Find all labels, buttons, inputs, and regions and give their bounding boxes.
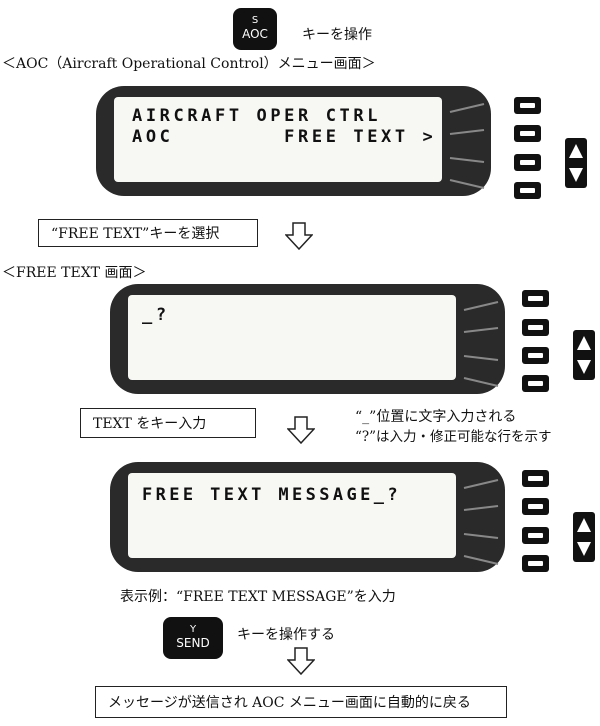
line-select-key-2[interactable] xyxy=(514,125,541,142)
line-select-key-1[interactable] xyxy=(514,97,541,114)
display-screen: _? xyxy=(128,295,456,380)
aoc-key-top-label: S xyxy=(251,15,259,26)
final-caption: メッセージが送信され AOC メニュー画面に自動的に戻る xyxy=(95,686,507,718)
display-line-2: AOC FREE TEXT > xyxy=(132,127,437,147)
bezel-fins xyxy=(449,103,485,189)
scroll-keys[interactable] xyxy=(573,512,595,562)
cursor-note-1: “_”位置に文字入力される xyxy=(355,409,517,425)
free-text-display: _? xyxy=(110,284,505,394)
display-line-1: FREE TEXT MESSAGE_? xyxy=(142,485,402,505)
send-key-top-label: Y xyxy=(189,624,197,635)
scroll-keys[interactable] xyxy=(565,138,587,188)
down-arrow-icon xyxy=(287,647,315,675)
down-arrow-icon xyxy=(285,222,313,250)
down-arrow-icon xyxy=(287,416,315,444)
line-select-key-1[interactable] xyxy=(522,290,549,307)
free-text-heading: ＜FREE TEXT 画面＞ xyxy=(2,265,147,281)
text-input-caption: TEXT をキー入力 xyxy=(80,408,256,438)
up-down-arrow-icon xyxy=(569,144,583,182)
line-select-key-3[interactable] xyxy=(522,527,549,544)
line-select-key-2[interactable] xyxy=(522,319,549,336)
line-select-key-3[interactable] xyxy=(522,347,549,364)
aoc-menu-display: AIRCRAFT OPER CTRL AOC FREE TEXT > xyxy=(96,86,491,196)
send-key-bottom-label: SEND xyxy=(176,636,210,650)
cursor-note-2: “?”は入力・修正可能な行を示す xyxy=(355,429,552,445)
message-display: FREE TEXT MESSAGE_? xyxy=(110,462,505,572)
bezel-fins xyxy=(463,301,499,387)
bezel-fins xyxy=(463,479,499,565)
display-screen: AIRCRAFT OPER CTRL AOC FREE TEXT > xyxy=(114,97,442,182)
line-select-key-2[interactable] xyxy=(522,498,549,515)
aoc-menu-heading: ＜AOC（Aircraft Operational Control）メニュー画面… xyxy=(2,56,376,72)
example-caption: 表示例：“FREE TEXT MESSAGE”を入力 xyxy=(120,589,396,605)
line-select-key-4[interactable] xyxy=(522,375,549,392)
select-free-text-caption: “FREE TEXT”キーを選択 xyxy=(38,219,258,247)
send-key[interactable]: Y SEND xyxy=(163,617,223,659)
send-key-note: キーを操作する xyxy=(237,627,335,643)
aoc-key-note: キーを操作 xyxy=(302,27,372,43)
line-select-key-4[interactable] xyxy=(514,182,541,199)
aoc-key-bottom-label: AOC xyxy=(242,27,268,41)
display-line-1: AIRCRAFT OPER CTRL xyxy=(132,106,382,126)
line-select-key-1[interactable] xyxy=(522,470,549,487)
display-screen: FREE TEXT MESSAGE_? xyxy=(128,473,456,558)
up-down-arrow-icon xyxy=(577,518,591,556)
line-select-key-4[interactable] xyxy=(522,555,549,572)
line-select-key-3[interactable] xyxy=(514,154,541,171)
display-line-1: _? xyxy=(142,305,170,325)
scroll-keys[interactable] xyxy=(573,330,595,380)
aoc-key[interactable]: S AOC xyxy=(233,8,277,50)
up-down-arrow-icon xyxy=(577,336,591,374)
